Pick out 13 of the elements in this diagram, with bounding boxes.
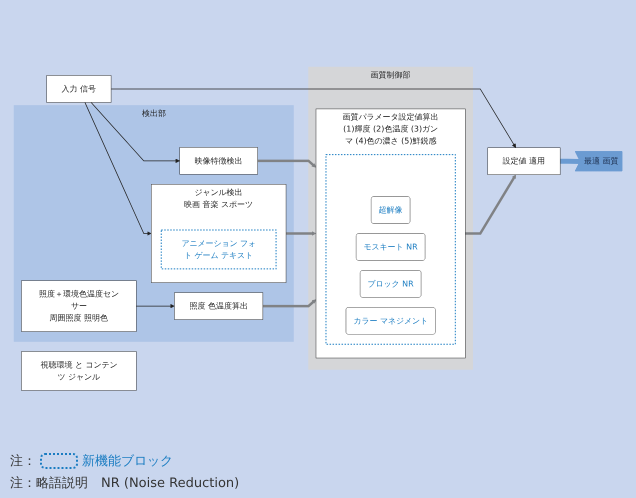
arrow [110, 88, 516, 148]
arrow [258, 160, 316, 168]
arrow [136, 304, 175, 309]
cluster [325, 154, 456, 346]
note-label: 注： [10, 453, 36, 470]
arrow [84, 102, 152, 236]
footnote: 注：略語説明 NR (Noise Reduction) [10, 475, 240, 492]
arrow [286, 232, 316, 236]
connector [560, 158, 580, 164]
legend-label: 新機能ブロック [82, 453, 173, 470]
arrow [90, 102, 180, 164]
arrow [262, 300, 316, 308]
arrow [465, 174, 516, 235]
